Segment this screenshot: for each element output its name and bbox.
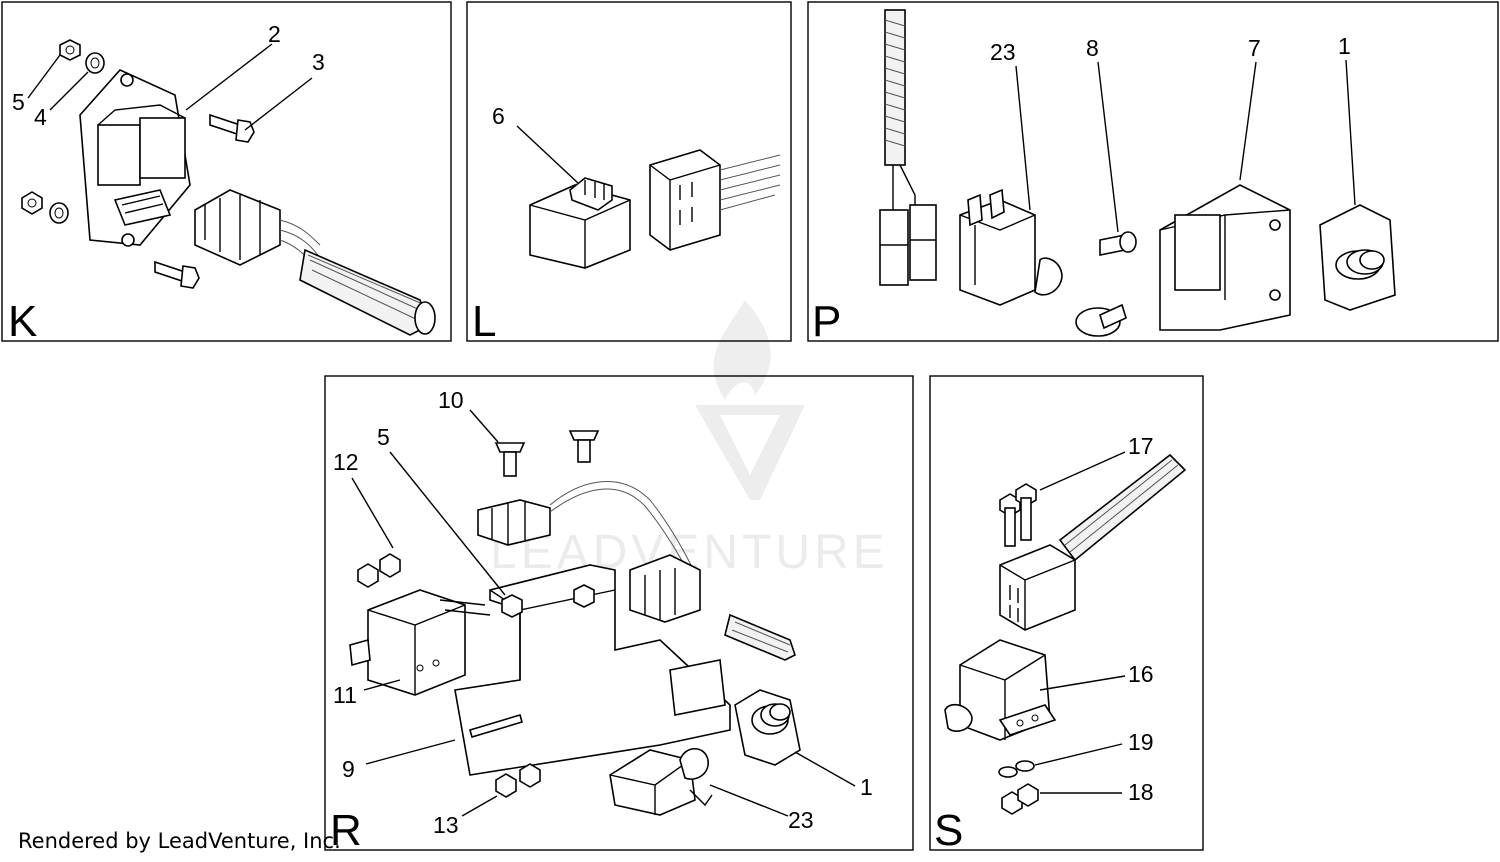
callout-10: 10 xyxy=(438,387,464,413)
leader-4 xyxy=(49,71,89,111)
plunger-switch xyxy=(734,689,801,766)
bolt xyxy=(1075,231,1137,337)
leader-13 xyxy=(461,795,498,817)
panel-r: 10 5 12 11 9 13 23 1 R xyxy=(324,375,914,855)
callout-4: 4 xyxy=(34,104,47,130)
leader-7 xyxy=(1239,61,1257,181)
callout-13: 13 xyxy=(433,812,459,838)
callout-11: 11 xyxy=(333,682,357,708)
leader-16 xyxy=(1039,675,1126,691)
panel-s: 17 16 19 18 S xyxy=(929,375,1204,855)
callout-9: 9 xyxy=(342,756,355,782)
wire-harness-connector xyxy=(194,189,436,336)
plunger-switch xyxy=(1319,204,1396,311)
washer xyxy=(998,760,1035,778)
switch xyxy=(944,639,1057,741)
switch xyxy=(959,188,1063,306)
leader-2 xyxy=(185,43,273,111)
leader-8 xyxy=(1097,61,1119,233)
leader-12 xyxy=(351,477,394,549)
callout-17: 17 xyxy=(1128,433,1154,459)
panel-letter-k: K xyxy=(8,297,37,346)
watermark-flame-icon xyxy=(713,300,771,400)
leader-19 xyxy=(1034,743,1123,766)
leader-5 xyxy=(27,54,61,99)
callout-19: 19 xyxy=(1128,729,1154,755)
watermark-v-icon xyxy=(695,405,805,500)
callout-8: 8 xyxy=(1086,35,1099,61)
callout-23: 23 xyxy=(990,39,1016,65)
leader-11 xyxy=(363,679,401,691)
callout-1: 1 xyxy=(1338,33,1351,59)
callout-18: 18 xyxy=(1128,779,1154,805)
panel-l: 6 L xyxy=(466,1,792,346)
leader-6 xyxy=(516,125,579,184)
callout-6: 6 xyxy=(492,103,505,129)
leader-1 xyxy=(794,751,856,787)
panel-letter-l: L xyxy=(472,297,496,346)
panel-l-frame xyxy=(466,1,792,342)
wire-harness-connector xyxy=(879,9,937,286)
washer xyxy=(49,52,105,224)
callout-7: 7 xyxy=(1248,35,1261,61)
leader-3 xyxy=(244,77,313,131)
panel-k-frame xyxy=(1,1,452,342)
callout-5: 5 xyxy=(377,424,390,450)
switch xyxy=(349,589,491,696)
nut xyxy=(21,39,81,215)
bolt xyxy=(154,113,255,289)
callout-16: 16 xyxy=(1128,661,1154,687)
callout-1: 1 xyxy=(860,774,873,800)
leader-10 xyxy=(469,409,499,443)
callout-5: 5 xyxy=(12,89,25,115)
callout-2: 2 xyxy=(268,21,281,47)
panel-k: 5 4 2 3 K xyxy=(1,1,452,346)
relay-socket xyxy=(649,149,781,251)
panel-letter-p: P xyxy=(812,297,841,346)
leader-17 xyxy=(1039,451,1126,491)
leader-1 xyxy=(1345,59,1356,206)
relay xyxy=(529,177,631,269)
callout-12: 12 xyxy=(333,449,359,475)
screw xyxy=(494,430,600,477)
panel-p: 23 8 7 1 P xyxy=(807,1,1499,346)
bolt xyxy=(999,483,1037,547)
panel-r-frame xyxy=(324,375,914,851)
leader-5 xyxy=(389,451,506,596)
panel-letter-r: R xyxy=(330,806,362,855)
nut xyxy=(1001,783,1039,815)
wire-harness-connector xyxy=(477,481,796,661)
callout-23: 23 xyxy=(788,807,814,833)
bracket xyxy=(1159,184,1291,331)
wire-harness-connector xyxy=(999,453,1187,631)
leader-23 xyxy=(1015,65,1031,211)
footer-credit: Rendered by LeadVenture, Inc. xyxy=(18,829,341,853)
callout-3: 3 xyxy=(312,49,325,75)
nut xyxy=(357,553,595,798)
leader-9 xyxy=(365,739,456,765)
panel-p-frame xyxy=(807,1,1499,342)
panel-s-frame xyxy=(929,375,1204,851)
panel-letter-s: S xyxy=(934,806,963,855)
relay-assembly xyxy=(79,69,191,247)
switch xyxy=(609,747,713,816)
leader-23 xyxy=(709,784,789,817)
bracket xyxy=(454,564,731,776)
